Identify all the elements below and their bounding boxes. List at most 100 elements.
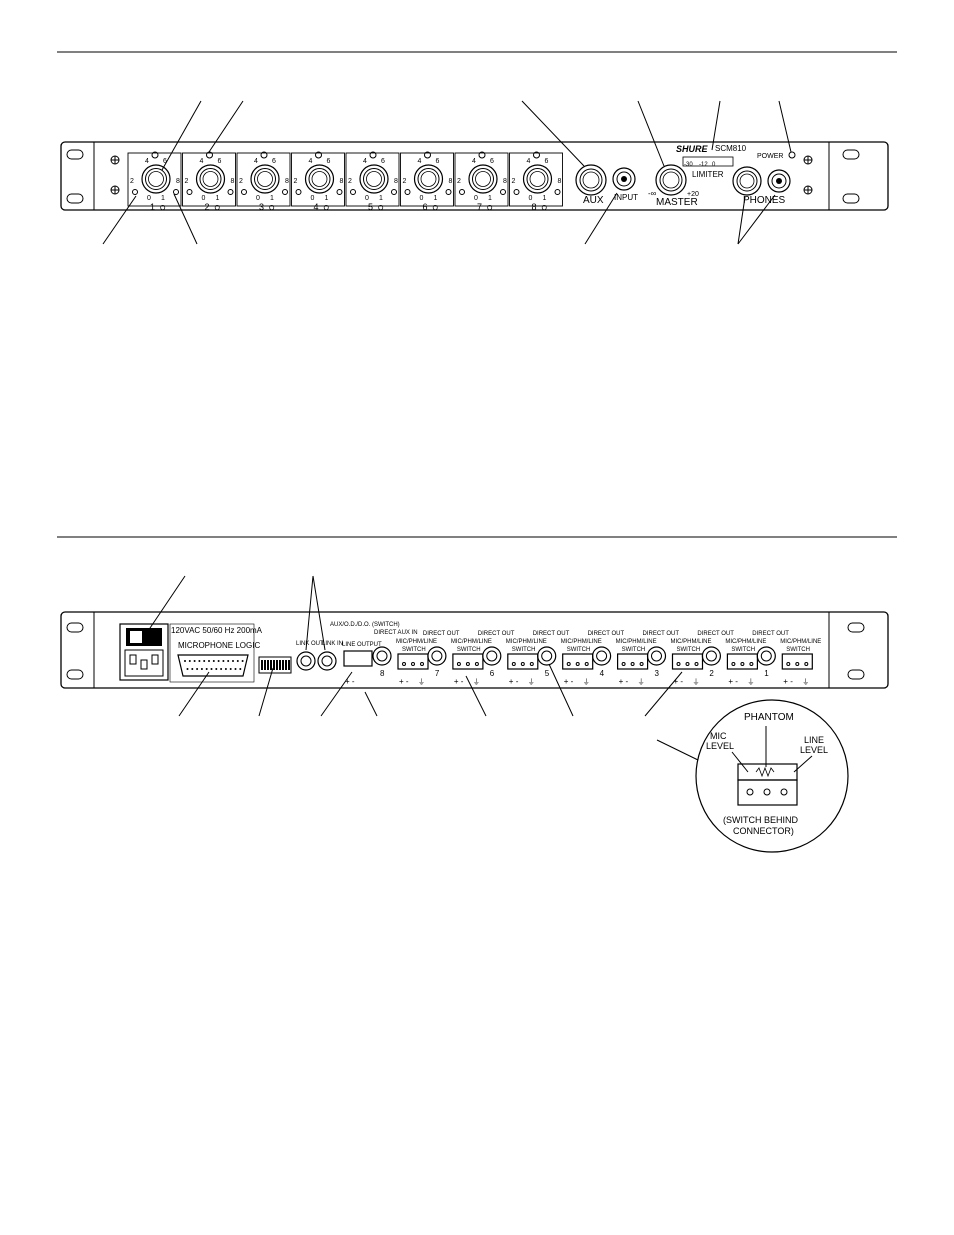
ac-inlet-socket[interactable] — [124, 649, 164, 677]
channel-frame — [509, 152, 563, 207]
dial-mark-0: 0 — [474, 195, 478, 202]
link-in-jack[interactable] — [317, 651, 337, 671]
dial-mark-2: 2 — [403, 178, 407, 185]
channel-gain-knob[interactable] — [250, 164, 280, 194]
channel-gain-knob[interactable] — [522, 164, 553, 194]
mic-phm-line-label: MIC/PHM/LINE — [671, 639, 712, 645]
gr-scale-12: -12 — [699, 162, 708, 168]
master-label: MASTER — [656, 197, 698, 208]
direct-out-label: DIRECT OUT — [588, 631, 625, 637]
mic-input-connector[interactable] — [781, 653, 813, 670]
direct-out-label: DIRECT OUT — [643, 631, 680, 637]
mic-phm-line-label: MIC/PHM/LINE — [561, 639, 602, 645]
master-knob[interactable] — [655, 164, 687, 196]
direct-out-jack[interactable] — [701, 646, 722, 666]
dip-switch[interactable] — [258, 656, 292, 674]
channel-gain-knob[interactable] — [141, 164, 171, 194]
link-out-jack[interactable] — [296, 651, 316, 671]
microphone-logic-connector[interactable] — [177, 654, 249, 677]
dial-mark-6: 6 — [327, 158, 331, 165]
channel-gain-knob[interactable] — [468, 164, 498, 194]
dial-mark-1: 1 — [161, 195, 165, 202]
channel-frame — [182, 152, 236, 207]
direct-out-jack[interactable] — [646, 646, 667, 666]
line-output-connector[interactable] — [343, 650, 373, 667]
gain-reduction-meter — [682, 156, 734, 167]
callout-line — [178, 671, 210, 717]
input-polarity-label: + - — [564, 677, 574, 686]
gr-scale-0: 0 — [712, 162, 716, 168]
line-level-label-1: LINE — [804, 735, 824, 745]
dial-mark-8: 8 — [503, 178, 507, 185]
dial-mark-0: 0 — [365, 195, 369, 202]
direct-out-jack[interactable] — [482, 646, 502, 666]
channel-led-right — [391, 189, 397, 195]
aux-input-jack[interactable] — [612, 167, 636, 191]
aux-knob[interactable] — [575, 164, 607, 196]
channel-gain-knob[interactable] — [413, 164, 444, 194]
mic-level-label-1: MIC — [710, 731, 727, 741]
mic-input-connector[interactable] — [671, 653, 704, 670]
dial-mark-8: 8 — [176, 178, 180, 185]
power-switch-rocker — [130, 631, 142, 643]
phantom-label: PHANTOM — [744, 712, 794, 723]
brand-logo: SHURE — [676, 144, 709, 154]
input-polarity-label: + - — [509, 677, 519, 686]
direct-out-jack[interactable] — [537, 646, 557, 666]
power-rating-label: 120VAC 50/60 Hz 200mA — [171, 626, 263, 635]
line-output-label: LINE OUTPUT — [342, 642, 382, 648]
input-polarity-label: + - — [674, 677, 684, 686]
phones-level-knob[interactable] — [732, 166, 762, 196]
dial-mark-0: 0 — [147, 195, 151, 202]
rear-panel: 120VAC 50/60 Hz 200mA MICROPHONE LOGIC L… — [60, 575, 889, 761]
input-polarity-label: + - — [783, 677, 793, 686]
dial-mark-4: 4 — [363, 158, 367, 165]
mic-input-connector[interactable] — [616, 653, 649, 670]
dial-mark-2: 2 — [130, 178, 134, 185]
direct-out-jack[interactable] — [372, 646, 392, 666]
dial-mark-2: 2 — [512, 178, 516, 185]
channel-gain-knob[interactable] — [359, 164, 389, 194]
phones-jack[interactable] — [767, 169, 791, 193]
dial-mark-4: 4 — [254, 158, 258, 165]
input-polarity-label: + - — [619, 677, 629, 686]
callout-line — [521, 100, 585, 167]
ground-label: ⏚ — [693, 678, 700, 686]
channel-gain-knob[interactable] — [304, 164, 335, 194]
rack-slot-icon — [66, 149, 84, 160]
mic-input-connector[interactable] — [726, 653, 759, 670]
aux-label: AUX — [583, 195, 604, 206]
mic-phm-line-label: MIC/PHM/LINE — [451, 639, 492, 645]
power-led — [788, 151, 796, 159]
direct-out-jack[interactable] — [427, 646, 447, 666]
dial-mark-1: 1 — [325, 195, 329, 202]
mic-input-connector[interactable] — [562, 653, 594, 670]
direct-out-jack[interactable] — [591, 646, 612, 666]
channel-led-right — [554, 189, 561, 195]
mic-input-connector[interactable] — [397, 653, 429, 670]
ground-label: ⏚ — [418, 678, 425, 686]
channel-led-o: O — [269, 205, 275, 212]
connector-detail-inset: PHANTOM MIC LEVEL LINE LEVEL (SWITCH BEH… — [695, 699, 849, 853]
channel-number: 8 — [380, 669, 385, 678]
direct-out-jack[interactable] — [756, 646, 776, 666]
ground-label: ⏚ — [473, 678, 480, 686]
mic-input-connector[interactable] — [507, 653, 539, 670]
screw-icon — [110, 185, 120, 195]
channel-led-left — [350, 189, 356, 195]
channel-led-left — [186, 189, 193, 195]
channel-number: 1 — [150, 202, 155, 212]
rack-slot-icon — [66, 622, 84, 633]
dial-mark-4: 4 — [472, 158, 476, 165]
mic-input-connector[interactable] — [452, 653, 484, 670]
channel-number: 1 — [764, 669, 769, 678]
line-level-label-2: LEVEL — [800, 745, 828, 755]
channel-gain-knob[interactable] — [195, 164, 226, 194]
gate-led — [533, 151, 540, 159]
channel-led-o: O — [378, 205, 384, 212]
